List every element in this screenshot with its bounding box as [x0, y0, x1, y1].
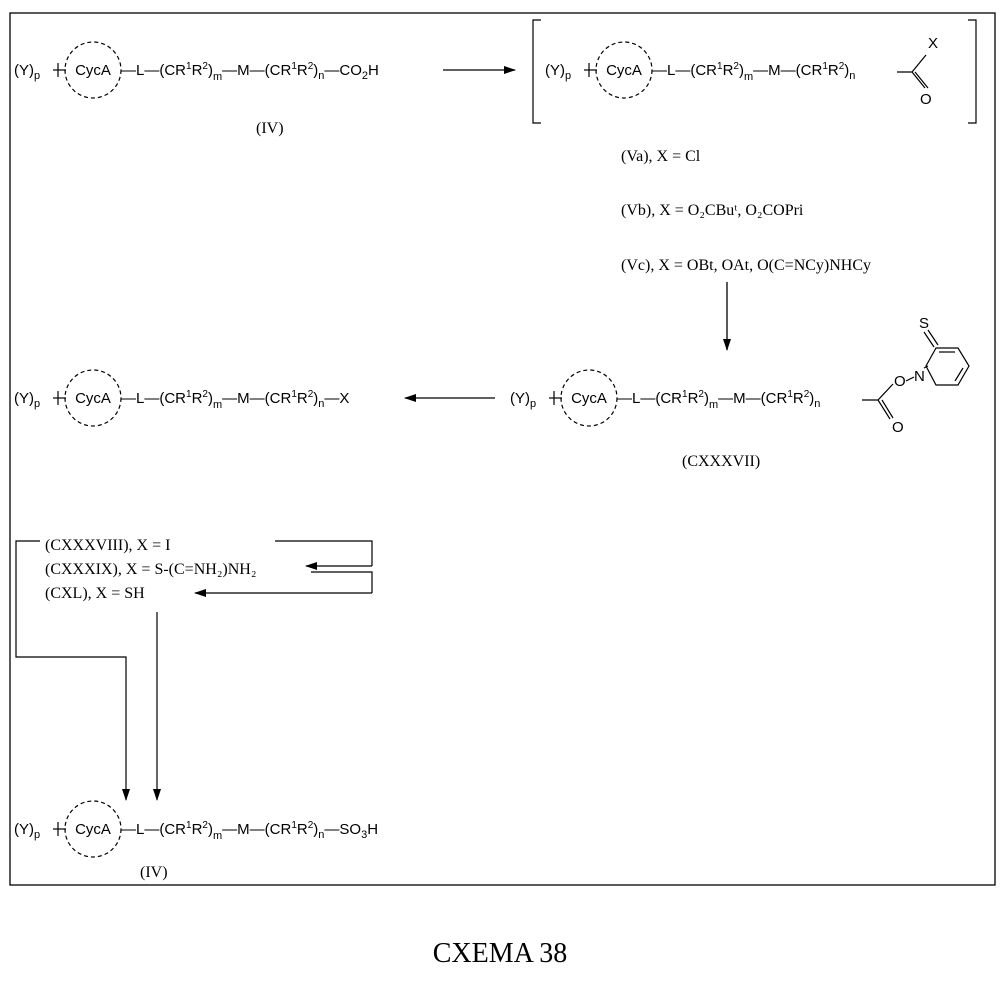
- thione-bond: [924, 330, 938, 347]
- condition-vb: (Vb), X = O₂CBuᵗ, O₂COPri: [621, 202, 804, 219]
- product-sulfonic-acid: (Y)p CycA —L—(CR1R2)m—M—(CR1R2)n—SO3H (I…: [14, 801, 378, 881]
- svg-text:(Y)p: (Y)p: [510, 390, 536, 410]
- product-label: (IV): [140, 864, 168, 881]
- condition-vc: (Vc), X = OBt, OAt, O(C=NCy)NHCy: [621, 257, 871, 274]
- reactant-chain: —L—(CR1R2)m—M—(CR1R2)n—CO2H: [121, 61, 379, 83]
- acyl-bonds: [897, 55, 928, 88]
- ester-carbonyl-o: O: [892, 419, 904, 436]
- condition-va: (Va), X = Cl: [621, 148, 701, 165]
- svg-text:(Y)p: (Y)p: [545, 62, 571, 82]
- scheme-title: CXEMA 38: [433, 938, 568, 969]
- cyca-label: CycA: [75, 62, 111, 79]
- connector-i-to-thiourea: [275, 541, 372, 566]
- svg-text:—L—(CR1R2)m—M—(CR1R2)n: —L—(CR1R2)m—M—(CR1R2)n: [652, 61, 855, 83]
- alkyl-x: (Y)p CycA —L—(CR1R2)m—M—(CR1R2)n—X: [14, 370, 349, 426]
- x-label: X: [928, 35, 938, 52]
- ester-o: O: [894, 373, 906, 390]
- arrow-iodide-to-product: [16, 541, 126, 800]
- carbonyl-o: O: [920, 91, 932, 108]
- cyca-label: CycA: [75, 390, 111, 407]
- ester-bonds: [862, 384, 893, 419]
- svg-text:(Y)p: (Y)p: [14, 390, 40, 410]
- intermediate-cxl: (CXL), X = SH: [45, 585, 145, 602]
- intermediate-cxxxix: (CXXXIX), X = S-(C=NH₂)NH₂: [45, 561, 256, 578]
- cyca-label: CycA: [75, 821, 111, 838]
- scheme-frame: [10, 13, 995, 885]
- thione-s: S: [919, 315, 929, 332]
- svg-text:—L—(CR1R2)m—M—(CR1R2)n: —L—(CR1R2)m—M—(CR1R2)n: [617, 389, 820, 411]
- reactant-acid: (Y)p CycA —L—(CR1R2)m—M—(CR1R2)n—CO2H (I…: [14, 42, 379, 137]
- cyca-label: CycA: [606, 62, 642, 79]
- svg-text:(Y)p: (Y)p: [14, 821, 40, 841]
- intermediate-cxxxviii: (CXXXVIII), X = I: [45, 537, 170, 554]
- y-p-substituent: (Y)p: [14, 62, 40, 82]
- reactant-label: (IV): [256, 120, 284, 137]
- connector-thiourea-to-sh: [311, 572, 372, 593]
- ring-n: N: [914, 368, 925, 385]
- left-bracket: [533, 20, 541, 123]
- ester-cxxxvii: (Y)p CycA —L—(CR1R2)m—M—(CR1R2)n O O N S…: [510, 315, 969, 470]
- product-chain: —L—(CR1R2)m—M—(CR1R2)n—SO3H: [121, 820, 378, 842]
- cyca-label: CycA: [571, 390, 607, 407]
- ester-label: (CXXXVII): [682, 453, 760, 470]
- svg-text:—L—(CR1R2)m—M—(CR1R2)n—X: —L—(CR1R2)m—M—(CR1R2)n—X: [121, 389, 349, 411]
- right-bracket: [968, 20, 976, 123]
- pyridinethione-ring: [926, 348, 969, 385]
- activated-acid: (Y)p CycA —L—(CR1R2)m—M—(CR1R2)n X O: [533, 20, 976, 123]
